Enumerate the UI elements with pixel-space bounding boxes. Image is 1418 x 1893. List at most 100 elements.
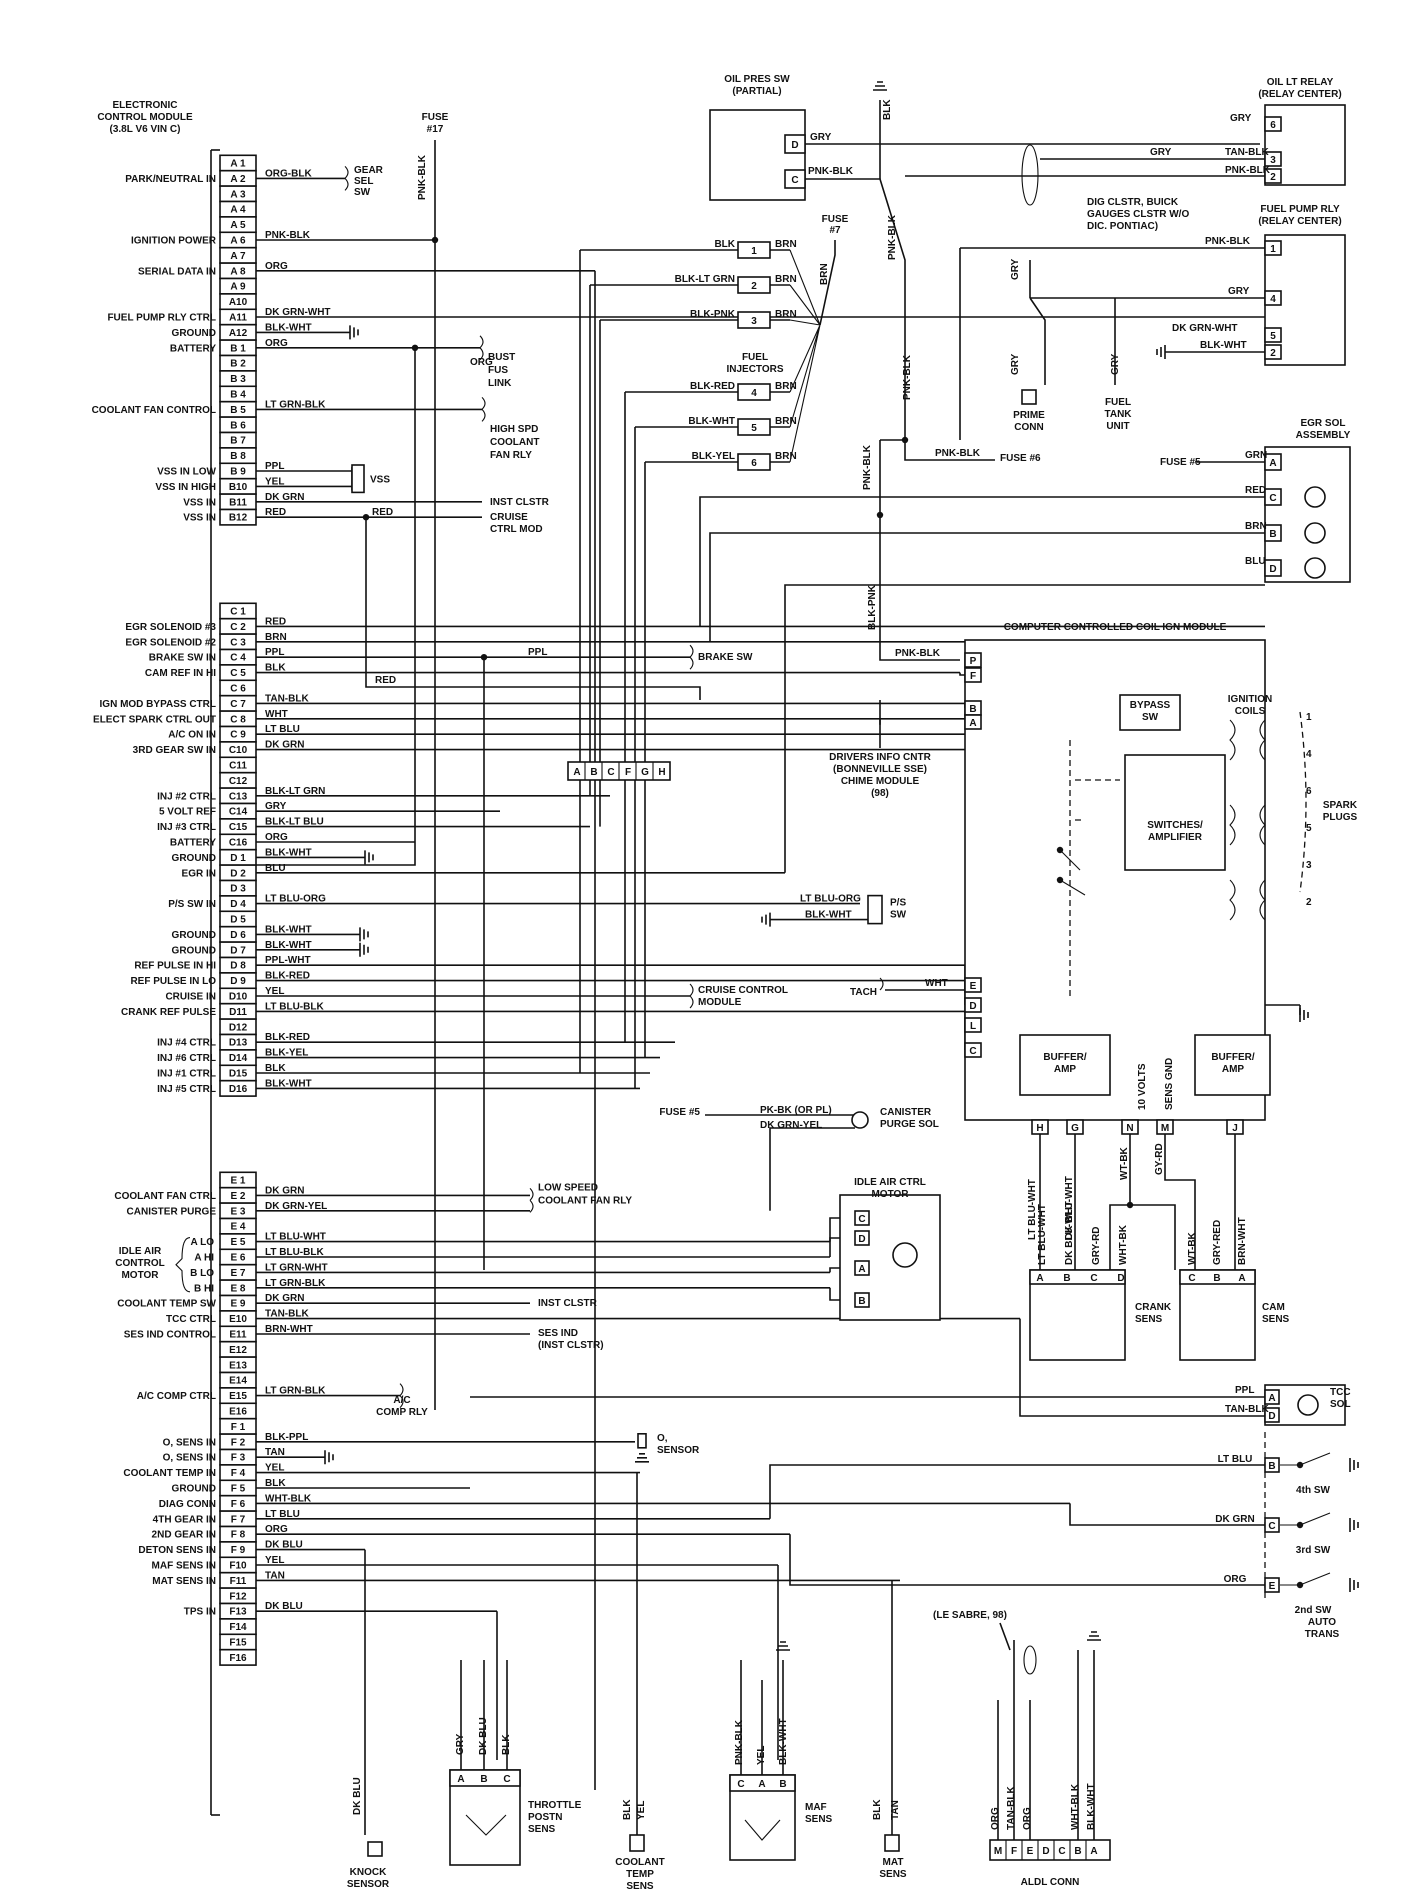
wire <box>481 397 486 422</box>
label: A <box>457 1774 464 1785</box>
ecm-pin-function: 4TH GEAR IN <box>153 1514 216 1525</box>
wire-color-label: YEL <box>265 1463 284 1474</box>
fuel-injector <box>737 241 771 259</box>
ecm-pin-function: A/C COMP CTRL <box>137 1391 216 1402</box>
wire-color-label: BLK-WHT <box>265 1078 312 1089</box>
ecm-pin-label: A 1 <box>230 159 246 170</box>
label: FUSE <box>422 112 449 123</box>
ecm-pin-label: E14 <box>229 1376 247 1387</box>
ecm-pin-function: INJ #4 CTRL <box>157 1038 216 1049</box>
label: BRN <box>775 416 797 427</box>
label: DK BLU-WHT <box>1064 1201 1075 1265</box>
ecm-pin-function: FUEL PUMP RLY CTRL <box>107 313 216 324</box>
label: UNIT <box>1106 421 1129 432</box>
ecm-pin-label: C 4 <box>230 653 246 664</box>
label: A <box>1238 1273 1245 1284</box>
wire <box>689 644 694 670</box>
label: VSS <box>370 474 390 485</box>
label: O, <box>657 1433 668 1444</box>
crank-sensor <box>1029 1269 1126 1361</box>
wire-color-label: YEL <box>265 476 284 487</box>
wire-color-label: PPL <box>265 461 284 472</box>
wire-color-label: BLK <box>265 1063 286 1074</box>
label: TAN-BLK <box>1225 147 1269 158</box>
ecm-pin-function: EGR IN <box>182 868 216 879</box>
label: 2 <box>1270 348 1276 359</box>
ecm-pin-label: D 1 <box>230 853 246 864</box>
label: YEL <box>636 1801 647 1820</box>
ecm-pin-label: F 9 <box>231 1545 246 1556</box>
label: BLK <box>501 1734 512 1755</box>
label: OIL PRES SW <box>724 74 790 85</box>
ecm-title: ELECTRONIC <box>113 100 178 111</box>
wire-color-label: LT BLU-BLK <box>265 1247 324 1258</box>
ecm-pin-label: B 5 <box>230 405 246 416</box>
buffer-amp-left <box>1019 1034 1111 1096</box>
ecm-pin-function: BRAKE SW IN <box>149 653 216 664</box>
junction-dot <box>1056 876 1064 884</box>
label: ASSEMBLY <box>1296 430 1351 441</box>
ecm-pin-function: MAF SENS IN <box>152 1561 216 1572</box>
ecm-pin-label: E 2 <box>230 1191 245 1202</box>
wire-color-label: DK BLU <box>265 1540 303 1551</box>
fuel-injector <box>737 453 771 471</box>
ignition-coil <box>1229 804 1236 846</box>
ground-symbol <box>1349 1518 1359 1532</box>
label: COOLANT FAN RLY <box>538 1195 632 1206</box>
ecm-pin-label: E 3 <box>230 1206 245 1217</box>
wire <box>1039 1134 1236 1270</box>
label: TACH <box>850 987 877 998</box>
label: C <box>969 1046 976 1057</box>
prime-conn <box>1021 389 1037 405</box>
pin <box>1264 1389 1280 1405</box>
label: AMP <box>1222 1064 1245 1075</box>
label: CRUISE <box>490 512 528 523</box>
label: D <box>969 1001 976 1012</box>
wire-color-label: DK BLU <box>265 1601 303 1612</box>
label: FAN RLY <box>490 450 532 461</box>
o2-sensor-element <box>637 1433 647 1449</box>
wire-color-label: LT GRN-WHT <box>265 1262 328 1273</box>
label: SENSOR <box>657 1445 700 1456</box>
label: BLK-LT GRN <box>675 274 735 285</box>
ecm-pin-label: E 6 <box>230 1253 245 1264</box>
ecm-pin-label: E 5 <box>230 1237 245 1248</box>
aldl-connector <box>989 1839 1111 1861</box>
label: H <box>1036 1123 1043 1134</box>
label: BUST <box>488 352 515 363</box>
label: F <box>970 671 976 682</box>
wire <box>769 1464 1265 1519</box>
label: PNK-BLK <box>1205 236 1251 247</box>
pin <box>1264 240 1282 256</box>
label: A <box>858 1264 865 1275</box>
label: PNK-BLK <box>887 214 898 260</box>
ecm-pin-function: INJ #1 CTRL <box>157 1069 216 1080</box>
fuel-injector <box>737 311 771 329</box>
label: BRN <box>775 274 797 285</box>
wire <box>959 672 965 676</box>
label: 2 <box>1306 897 1312 908</box>
label: BRAKE SW <box>698 652 753 663</box>
label: TAN-BLK <box>1225 1404 1269 1415</box>
label: (BONNEVILLE SSE) <box>833 764 927 775</box>
wire-color-label: BLK-LT GRN <box>265 786 325 797</box>
ground-symbol <box>1299 1008 1309 1022</box>
wire <box>1069 1503 1265 1526</box>
label: TAN-BLK <box>1006 1786 1017 1830</box>
label: 6 <box>1306 786 1312 797</box>
label: SENS <box>626 1881 654 1892</box>
wire-bundle-marker <box>1023 1645 1037 1675</box>
junction-dot <box>1296 1581 1304 1589</box>
ecm-pin-label: F 6 <box>231 1499 246 1510</box>
label: WHT-BLK <box>1070 1783 1081 1830</box>
label: EGR SOL <box>1300 418 1345 429</box>
label: 10 VOLTS <box>1137 1063 1148 1110</box>
junction-dot <box>901 436 909 444</box>
trans-switch <box>1280 1512 1331 1526</box>
label: GRY <box>1150 147 1172 158</box>
label: COILS <box>1235 706 1266 717</box>
label: A <box>1268 1393 1275 1404</box>
ecm-pin-label: E13 <box>229 1360 247 1371</box>
label: DIC. PONTIAC) <box>1087 221 1158 232</box>
